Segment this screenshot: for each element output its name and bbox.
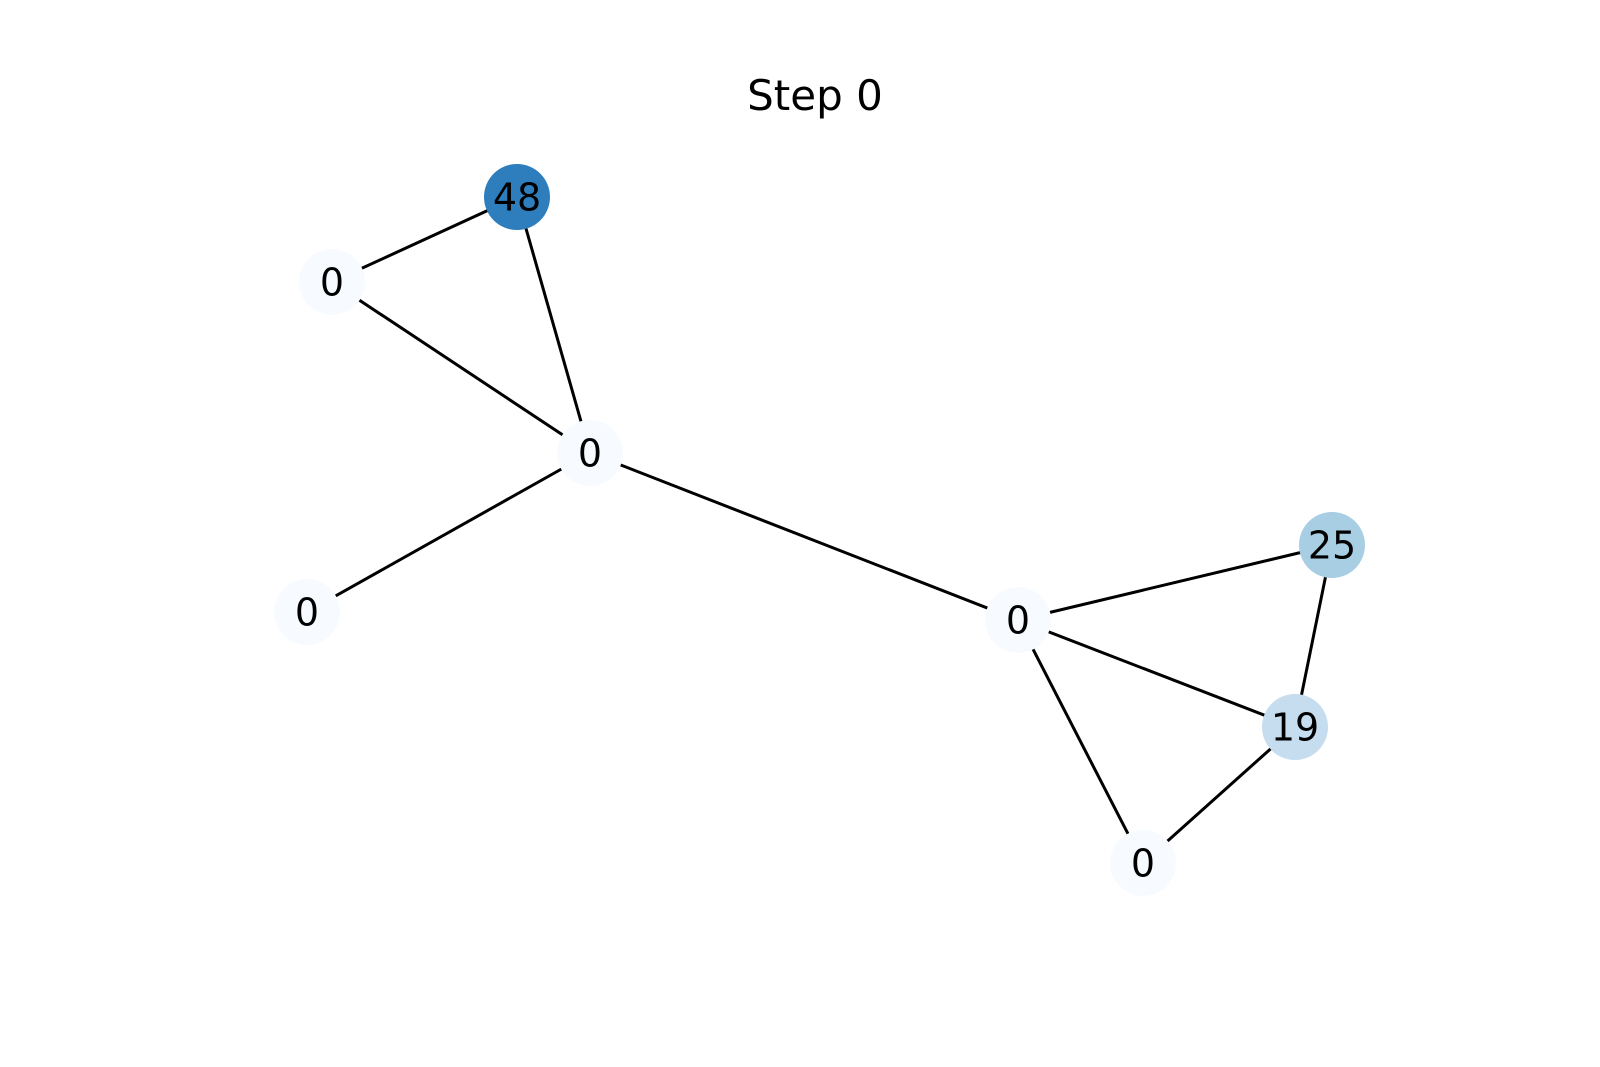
graph-edge-n48-n0a <box>330 195 519 284</box>
graph-edge-n0d-n25 <box>1016 543 1334 622</box>
graph-node-n0e <box>1110 830 1176 896</box>
graph-node-label-n0c: 0 <box>295 591 319 635</box>
graph-node-n19 <box>1262 694 1328 760</box>
graph-node-label-n0a: 0 <box>320 261 344 305</box>
graph-node-label-n25: 25 <box>1308 524 1356 568</box>
chart-title: Step 0 <box>747 71 883 120</box>
graph-node-n0b <box>557 420 623 486</box>
graph-node-label-n0d: 0 <box>1006 599 1030 643</box>
graph-node-n0c <box>274 579 340 645</box>
graph-node-label-n19: 19 <box>1271 706 1319 750</box>
graph-node-label-n0e: 0 <box>1131 842 1155 886</box>
graph-node-n0a <box>299 249 365 315</box>
graph-edge-n0b-n0c <box>305 451 592 614</box>
graph-node-label-n0b: 0 <box>578 432 602 476</box>
nodes-layer: 48 0 0 0 0 25 19 0 <box>274 164 1365 896</box>
edges-layer <box>305 195 1334 865</box>
graph-node-n25 <box>1299 512 1365 578</box>
graph-node-n0d <box>985 587 1051 653</box>
graph-node-n48 <box>484 164 550 230</box>
graph-edge-n48-n0b <box>515 195 592 455</box>
graph-edge-n0d-n0e <box>1016 618 1145 865</box>
graph-edge-n19-n0e <box>1141 725 1297 865</box>
graph-node-label-n48: 48 <box>493 176 541 220</box>
graph-edge-n0d-n19 <box>1016 618 1297 729</box>
graph-edge-n0b-n0d <box>588 451 1020 622</box>
graph-edge-n0a-n0b <box>330 280 592 455</box>
